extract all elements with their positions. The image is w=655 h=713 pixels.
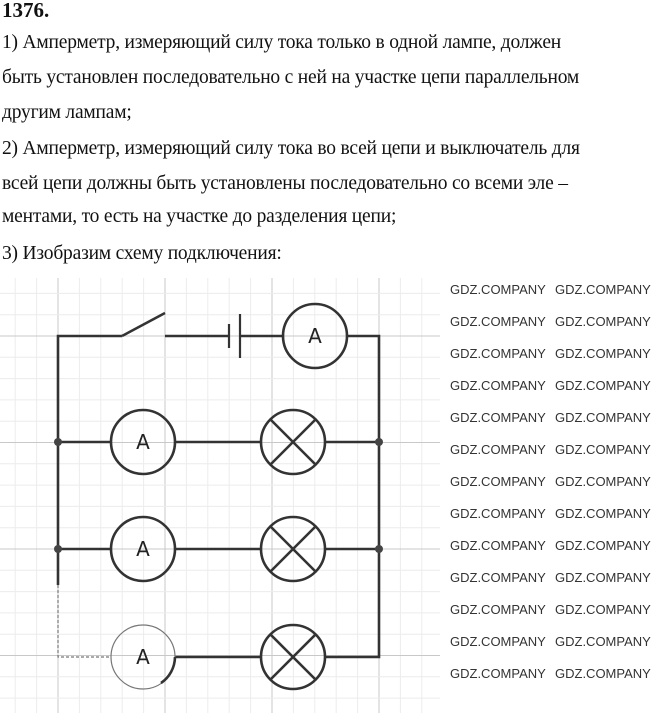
watermark: GDZ.COMPANY (450, 666, 546, 681)
branch-ammeter-1 (109, 408, 177, 476)
wire-top-mid (165, 334, 381, 659)
watermark: GDZ.COMPANY (450, 282, 546, 297)
main-ammeter (281, 302, 349, 370)
lamp-1 (259, 408, 327, 476)
watermark: GDZ.COMPANY (555, 410, 651, 425)
watermark: GDZ.COMPANY (555, 378, 651, 393)
wire-row-3 (56, 549, 261, 659)
watermark: GDZ.COMPANY (555, 666, 651, 681)
watermark: GDZ.COMPANY (450, 314, 546, 329)
watermark: GDZ.COMPANY (555, 570, 651, 585)
watermark: GDZ.COMPANY (450, 346, 546, 361)
main-ammeter-label: A (308, 324, 322, 348)
branch-ammeter-2 (109, 515, 177, 583)
grid (0, 278, 440, 713)
watermark: GDZ.COMPANY (555, 474, 651, 489)
text-line: всей цепи должны быть установлены послед… (2, 173, 568, 194)
watermark: GDZ.COMPANY (555, 282, 651, 297)
watermark: GDZ.COMPANY (450, 410, 546, 425)
lamp-3 (259, 623, 327, 691)
watermark: GDZ.COMPANY (555, 506, 651, 521)
switch (121, 311, 166, 338)
ammeter-1-label: A (136, 430, 150, 454)
junction-nodes (54, 438, 383, 553)
watermark: GDZ.COMPANY (450, 570, 546, 585)
wire-top-left (56, 334, 122, 442)
watermark: GDZ.COMPANY (555, 314, 651, 329)
watermark: GDZ.COMPANY (450, 474, 546, 489)
ammeter-3-label: A (136, 645, 150, 669)
wire-row-2 (56, 442, 379, 551)
text-line: другим лампам; (2, 102, 132, 123)
ammeter-2-label: A (136, 537, 150, 561)
problem-number: 1376. (2, 0, 50, 22)
watermark: GDZ.COMPANY (555, 538, 651, 553)
lamp-2 (259, 515, 327, 583)
watermark: GDZ.COMPANY (450, 442, 546, 457)
text-line: 3) Изобразим схему подключения: (2, 243, 282, 264)
watermark: GDZ.COMPANY (555, 346, 651, 361)
watermark: GDZ.COMPANY (450, 378, 546, 393)
text-line: 2) Амперметр, измеряющий силу тока во вс… (2, 138, 580, 159)
watermark: GDZ.COMPANY (555, 602, 651, 617)
watermark: GDZ.COMPANY (450, 506, 546, 521)
watermark: GDZ.COMPANY (450, 538, 546, 553)
watermark: GDZ.COMPANY (555, 442, 651, 457)
text-line: ментами, то есть на участке до разделени… (2, 206, 397, 227)
watermark: GDZ.COMPANY (450, 634, 546, 649)
text-line: быть установлен последовательно с ней на… (2, 67, 580, 88)
watermark: GDZ.COMPANY (450, 602, 546, 617)
text-line: 1) Амперметр, измеряющий силу тока тольк… (2, 32, 562, 53)
watermark-area: GDZ.COMPANY GDZ.COMPANY GDZ.COMPANY GDZ.… (450, 282, 655, 698)
watermark: GDZ.COMPANY (555, 634, 651, 649)
battery (227, 314, 242, 358)
